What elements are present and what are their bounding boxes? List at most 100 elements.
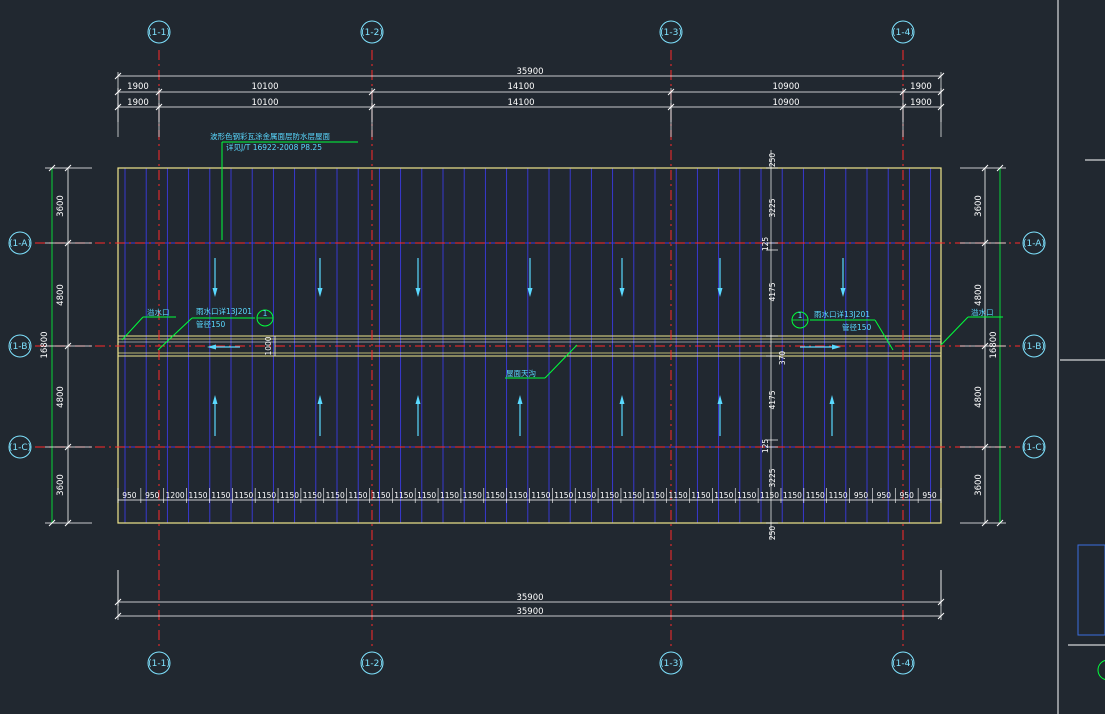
- purlin-dim-label: 950: [900, 491, 915, 500]
- axis-bubble-label: (1-3): [660, 659, 682, 669]
- axis-bubble: [147, 20, 171, 44]
- purlin-dim-label: 1150: [486, 491, 505, 500]
- dim-tick: [155, 103, 163, 111]
- dim-tick: [937, 72, 945, 80]
- purlin-dim-label: 1150: [326, 491, 345, 500]
- axis-bubble-label: (1-2): [361, 28, 383, 38]
- sheet-border: [1057, 0, 1105, 714]
- bottom-overall-dim-1: 35900: [516, 593, 543, 603]
- purlin-dim-label: 1150: [554, 491, 573, 500]
- dim-tick: [667, 88, 675, 96]
- axis-bubble: [659, 20, 683, 44]
- top-dim-r2-3: 10900: [772, 98, 799, 108]
- arrowhead: [212, 395, 218, 404]
- axis-bubble-label: (1-B): [9, 342, 31, 352]
- axis-bubble-label: (1-4): [892, 28, 914, 38]
- axis-bubble-label: (1-1): [148, 659, 170, 669]
- axis-bubble: [360, 651, 384, 675]
- roof-note-line-2: 详见J/T 16922-2008 P8.25: [226, 142, 322, 152]
- dim-tick: [667, 103, 675, 111]
- purlin-dim-label: 1200: [166, 491, 185, 500]
- roof-note-leader: [221, 141, 358, 240]
- dim-tick: [114, 612, 122, 620]
- purlin-dim-label: 1150: [737, 491, 756, 500]
- purlin-dim-label: 1150: [440, 491, 459, 500]
- axis-bubble: [1022, 435, 1046, 459]
- dim-tick: [996, 164, 1004, 172]
- arrowhead: [317, 288, 323, 297]
- mid-dim-b: 125: [761, 237, 770, 252]
- purlin-dim-label: 1150: [463, 491, 482, 500]
- mid-dim-bottom: 250: [768, 526, 777, 541]
- gutter-width-dim: 1000: [264, 336, 273, 355]
- mid-dim-top: 250: [768, 153, 777, 168]
- axis-bubble-label: (1-C): [9, 443, 31, 453]
- left-overflow-label: 溢水口: [147, 307, 170, 317]
- purlin-dim-label: 1150: [783, 491, 802, 500]
- arrowhead: [207, 344, 216, 350]
- purlin-dim-label: 1150: [806, 491, 825, 500]
- right-detail-symbol: [791, 311, 809, 329]
- dim-tick: [996, 519, 1004, 527]
- left-detail-number: 1: [263, 309, 268, 318]
- left-drain-label-2: 管径150: [196, 319, 226, 329]
- dim-tick: [64, 164, 72, 172]
- right-overflow-label: 溢水口: [971, 307, 994, 317]
- dim-tick: [64, 443, 72, 451]
- dim-tick: [155, 88, 163, 96]
- axis-bubble-label: (1-B): [1023, 342, 1045, 352]
- purlin-dim-label: 950: [877, 491, 892, 500]
- dim-tick: [981, 443, 989, 451]
- purlin-dim-label: 1150: [348, 491, 367, 500]
- dim-tick: [981, 164, 989, 172]
- arrowhead: [212, 288, 218, 297]
- axis-bubble: [147, 651, 171, 675]
- top-dim-r1-4: 1900: [910, 82, 932, 92]
- right-overall-dim: 16800: [989, 331, 999, 358]
- axis-bubble-label: (1-1): [148, 28, 170, 38]
- bottom-overall-dim-2: 35900: [516, 607, 543, 617]
- top-overall-dim: 35900: [516, 67, 543, 77]
- purlin-dim-label: 1150: [371, 491, 390, 500]
- right-drain-label-2: 管径150: [842, 322, 872, 332]
- purlin-dim-label: 1150: [257, 491, 276, 500]
- purlin-dim-label: 1150: [509, 491, 528, 500]
- top-dim-r1-2: 14100: [507, 82, 534, 92]
- purlin-dim-label: 1150: [714, 491, 733, 500]
- arrowhead: [527, 288, 533, 297]
- mid-dim-e: 125: [761, 439, 770, 454]
- purlin-dim-label: 950: [854, 491, 869, 500]
- dim-tick: [899, 103, 907, 111]
- top-dim-r2-1: 10100: [251, 98, 278, 108]
- mid-dim-mid: 370: [778, 351, 787, 366]
- left-dim-2: 4800: [56, 386, 66, 408]
- dim-tick: [48, 164, 56, 172]
- slope-arrows: [207, 258, 846, 436]
- gutter-label: 屋面天沟: [506, 368, 536, 378]
- arrowhead: [840, 288, 846, 297]
- arrowhead: [717, 395, 723, 404]
- dim-tick: [64, 342, 72, 350]
- purlin-dim-label: 1150: [188, 491, 207, 500]
- arrowhead: [415, 395, 421, 404]
- purlin-dim-label: 1150: [646, 491, 665, 500]
- arrowhead: [415, 288, 421, 297]
- purlin-dim-label: 1150: [760, 491, 779, 500]
- dim-tick: [981, 239, 989, 247]
- axis-bubble: [1022, 334, 1046, 358]
- left-dim-0: 3600: [56, 195, 66, 217]
- purlin-dim-label: 1150: [303, 491, 322, 500]
- dim-tick: [981, 342, 989, 350]
- dim-tick: [368, 103, 376, 111]
- purlin-dim-label: 1150: [829, 491, 848, 500]
- left-dim-1: 4800: [56, 284, 66, 306]
- right-dim-2: 4800: [974, 386, 984, 408]
- dim-tick: [48, 519, 56, 527]
- dim-tick: [64, 239, 72, 247]
- left-drain-label-1: 雨水口详13J201: [196, 306, 252, 316]
- purlin-dim-label: 1150: [691, 491, 710, 500]
- purlin-dim-label: 950: [922, 491, 937, 500]
- left-dim-3: 3600: [56, 474, 66, 496]
- arrowhead: [717, 288, 723, 297]
